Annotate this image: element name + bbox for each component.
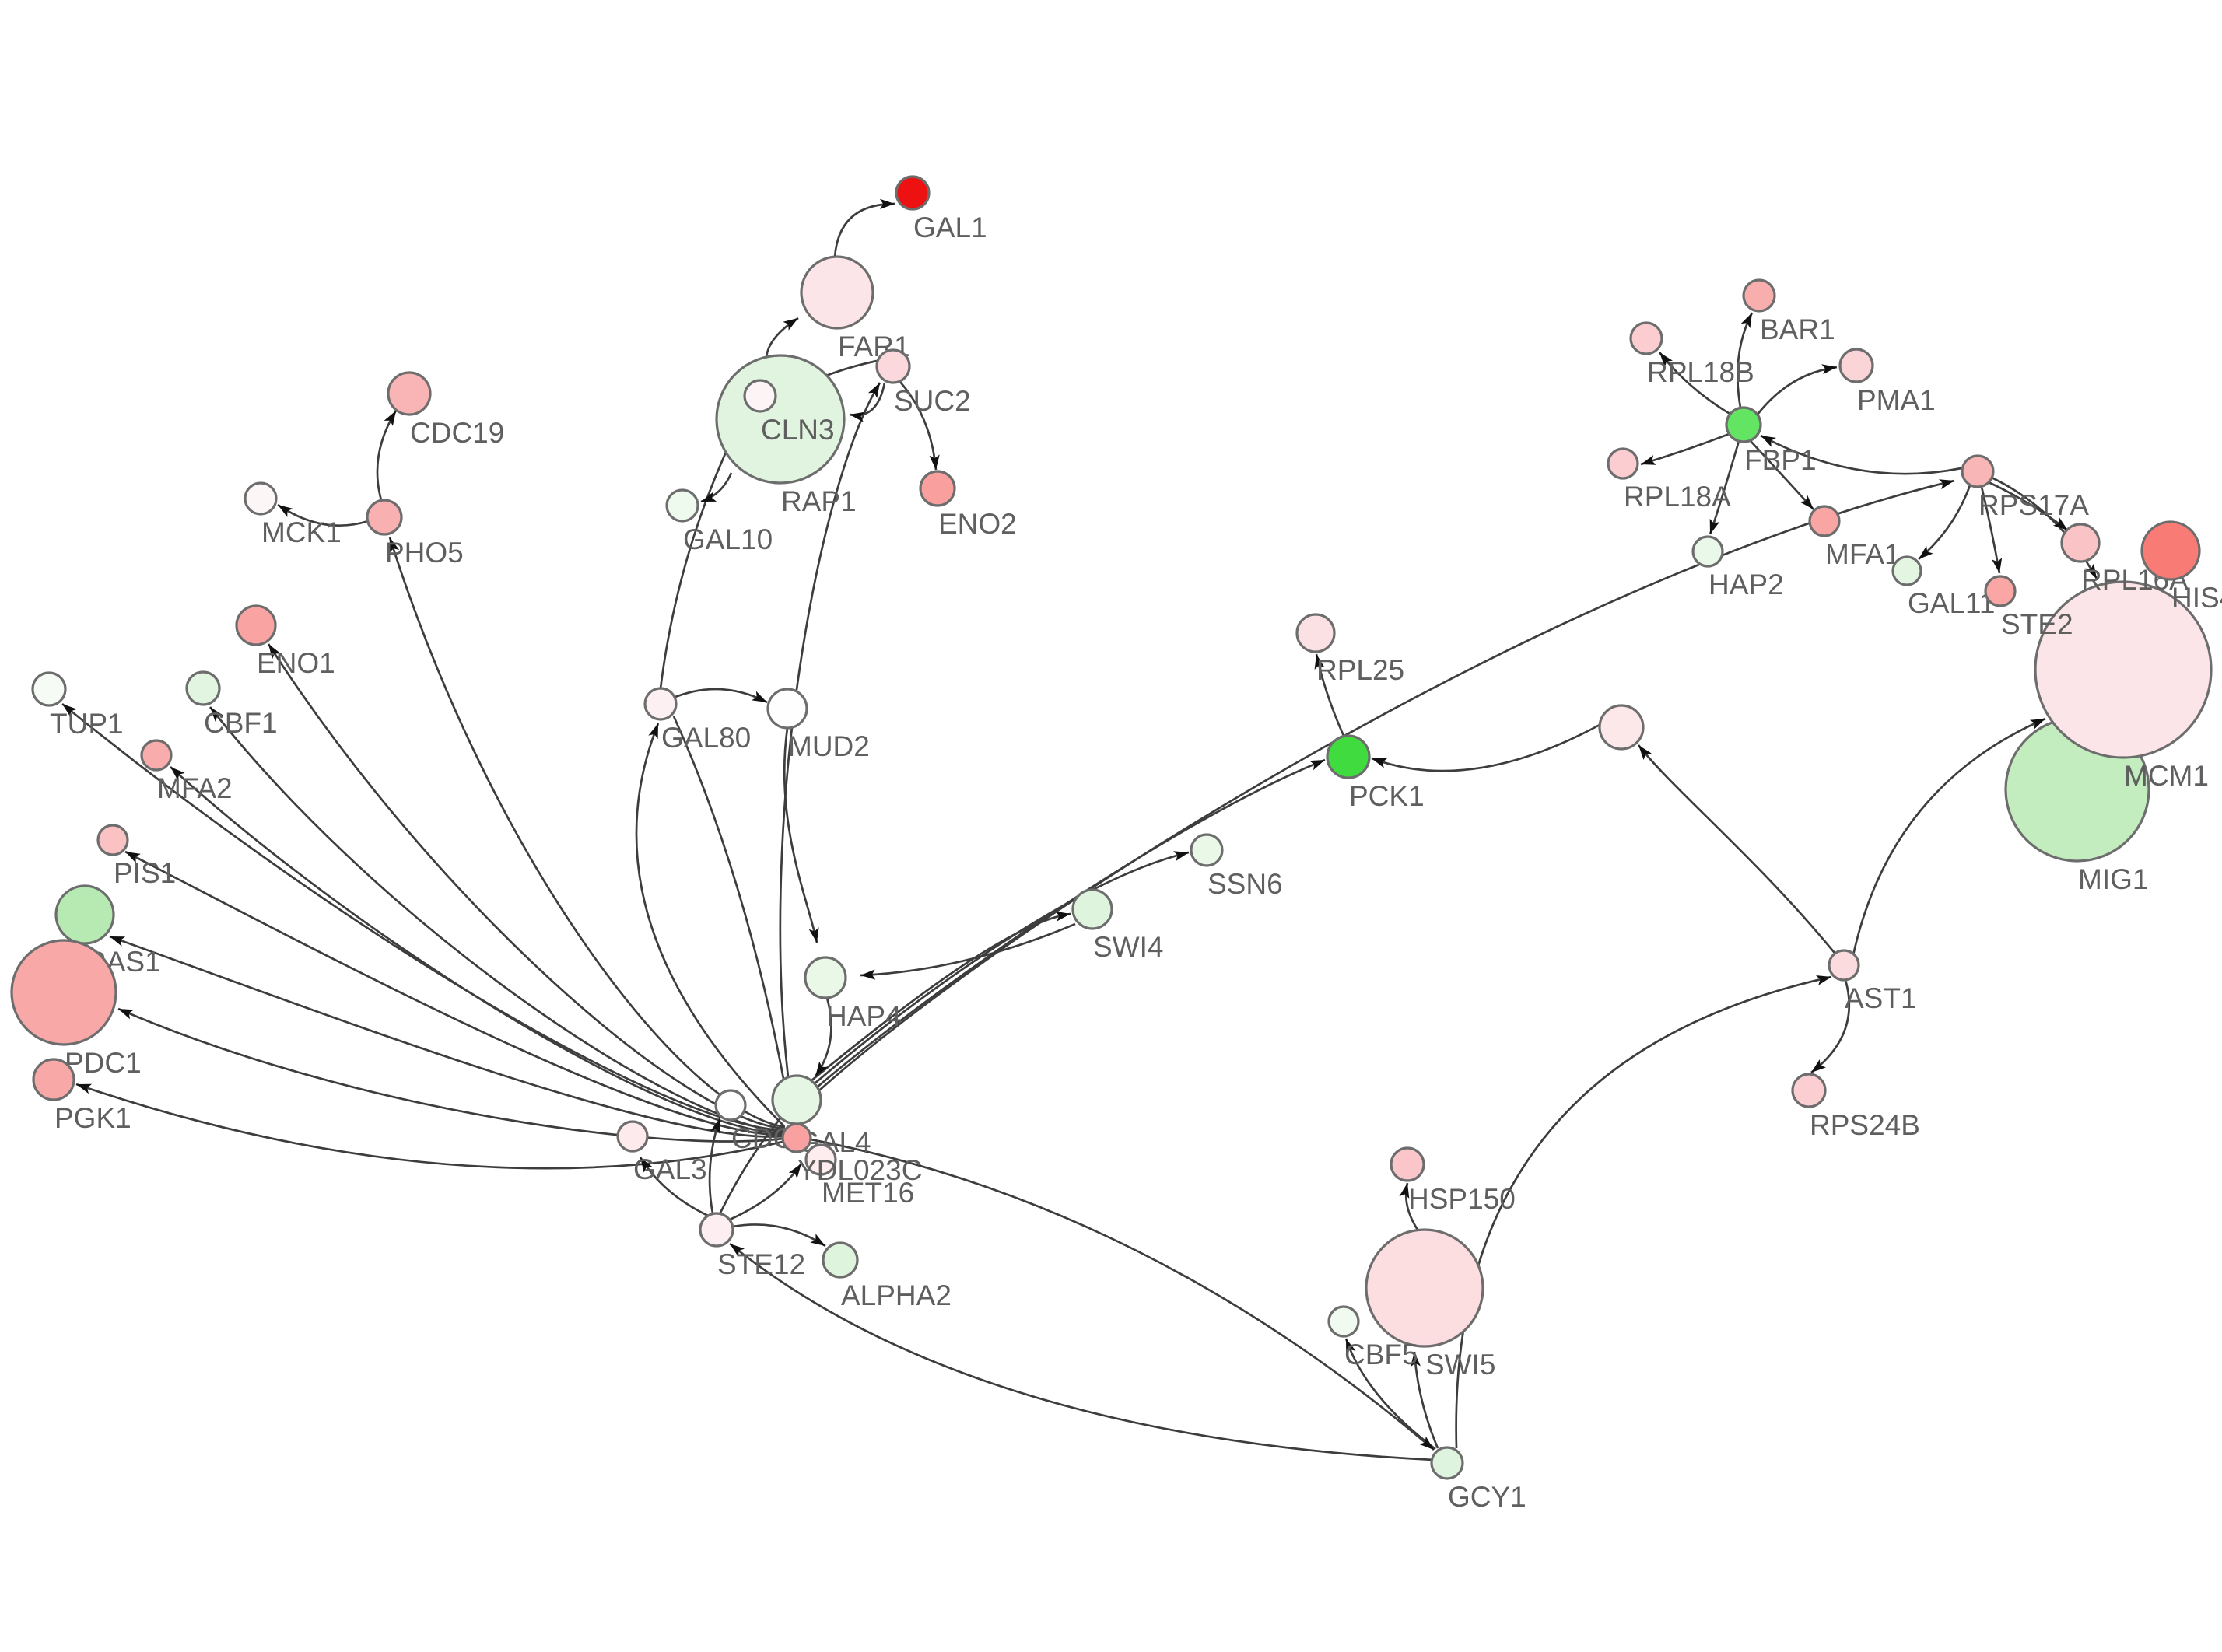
svg-text:BAR1: BAR1 <box>1760 313 1835 345</box>
svg-text:MIG1: MIG1 <box>2078 863 2148 895</box>
svg-text:PDC1: PDC1 <box>65 1047 142 1079</box>
svg-text:HAP4: HAP4 <box>826 1000 902 1032</box>
svg-text:SWI4: SWI4 <box>1093 931 1163 963</box>
svg-text:CBF5: CBF5 <box>1344 1339 1418 1370</box>
svg-text:PHO5: PHO5 <box>385 537 464 569</box>
svg-text:PGK1: PGK1 <box>54 1102 131 1134</box>
svg-text:SSN6: SSN6 <box>1207 868 1283 900</box>
svg-text:MFA2: MFA2 <box>157 772 233 804</box>
svg-text:STE12: STE12 <box>717 1248 805 1280</box>
svg-text:GAL11: GAL11 <box>1908 587 1995 619</box>
svg-text:ENO1: ENO1 <box>257 647 335 679</box>
svg-text:HIS4: HIS4 <box>2171 582 2222 614</box>
svg-text:HSP150: HSP150 <box>1408 1183 1516 1215</box>
svg-text:CLN3: CLN3 <box>761 414 835 446</box>
svg-text:ENO2: ENO2 <box>938 508 1017 540</box>
svg-text:FBP1: FBP1 <box>1744 444 1817 476</box>
svg-text:RPL25: RPL25 <box>1316 654 1404 686</box>
svg-text:RPS24B: RPS24B <box>1810 1109 1920 1141</box>
svg-text:CBF1: CBF1 <box>204 707 278 739</box>
svg-text:GAL1: GAL1 <box>913 212 987 243</box>
svg-text:GAL3: GAL3 <box>633 1153 707 1185</box>
svg-text:PIS1: PIS1 <box>114 857 176 889</box>
svg-text:GCY1: GCY1 <box>1448 1481 1526 1513</box>
svg-text:MET16: MET16 <box>822 1177 914 1209</box>
svg-text:STE2: STE2 <box>2001 608 2073 640</box>
svg-text:MCK1: MCK1 <box>261 516 342 548</box>
svg-text:RPL18A: RPL18A <box>1624 481 1731 513</box>
svg-text:TUP1: TUP1 <box>50 708 124 740</box>
svg-text:MUD2: MUD2 <box>788 730 870 762</box>
svg-text:ALPHA2: ALPHA2 <box>841 1279 952 1311</box>
svg-text:RAP1: RAP1 <box>781 485 857 517</box>
svg-text:CDC19: CDC19 <box>410 417 504 449</box>
svg-text:HAP2: HAP2 <box>1709 569 1784 600</box>
svg-text:GAL10: GAL10 <box>683 523 773 555</box>
svg-text:YDL023C: YDL023C <box>797 1154 922 1186</box>
svg-text:GAL80: GAL80 <box>661 722 751 754</box>
svg-text:SWI5: SWI5 <box>1425 1349 1495 1381</box>
svg-text:MCM1: MCM1 <box>2124 760 2209 792</box>
svg-text:MFA1: MFA1 <box>1825 538 1901 570</box>
svg-text:PMA1: PMA1 <box>1857 384 1936 416</box>
svg-text:AST1: AST1 <box>1845 982 1917 1014</box>
svg-text:PCK1: PCK1 <box>1349 780 1425 812</box>
svg-text:SUC2: SUC2 <box>894 385 971 417</box>
svg-text:RPL18B: RPL18B <box>1647 356 1754 388</box>
svg-text:RPS17A: RPS17A <box>1978 489 2089 521</box>
